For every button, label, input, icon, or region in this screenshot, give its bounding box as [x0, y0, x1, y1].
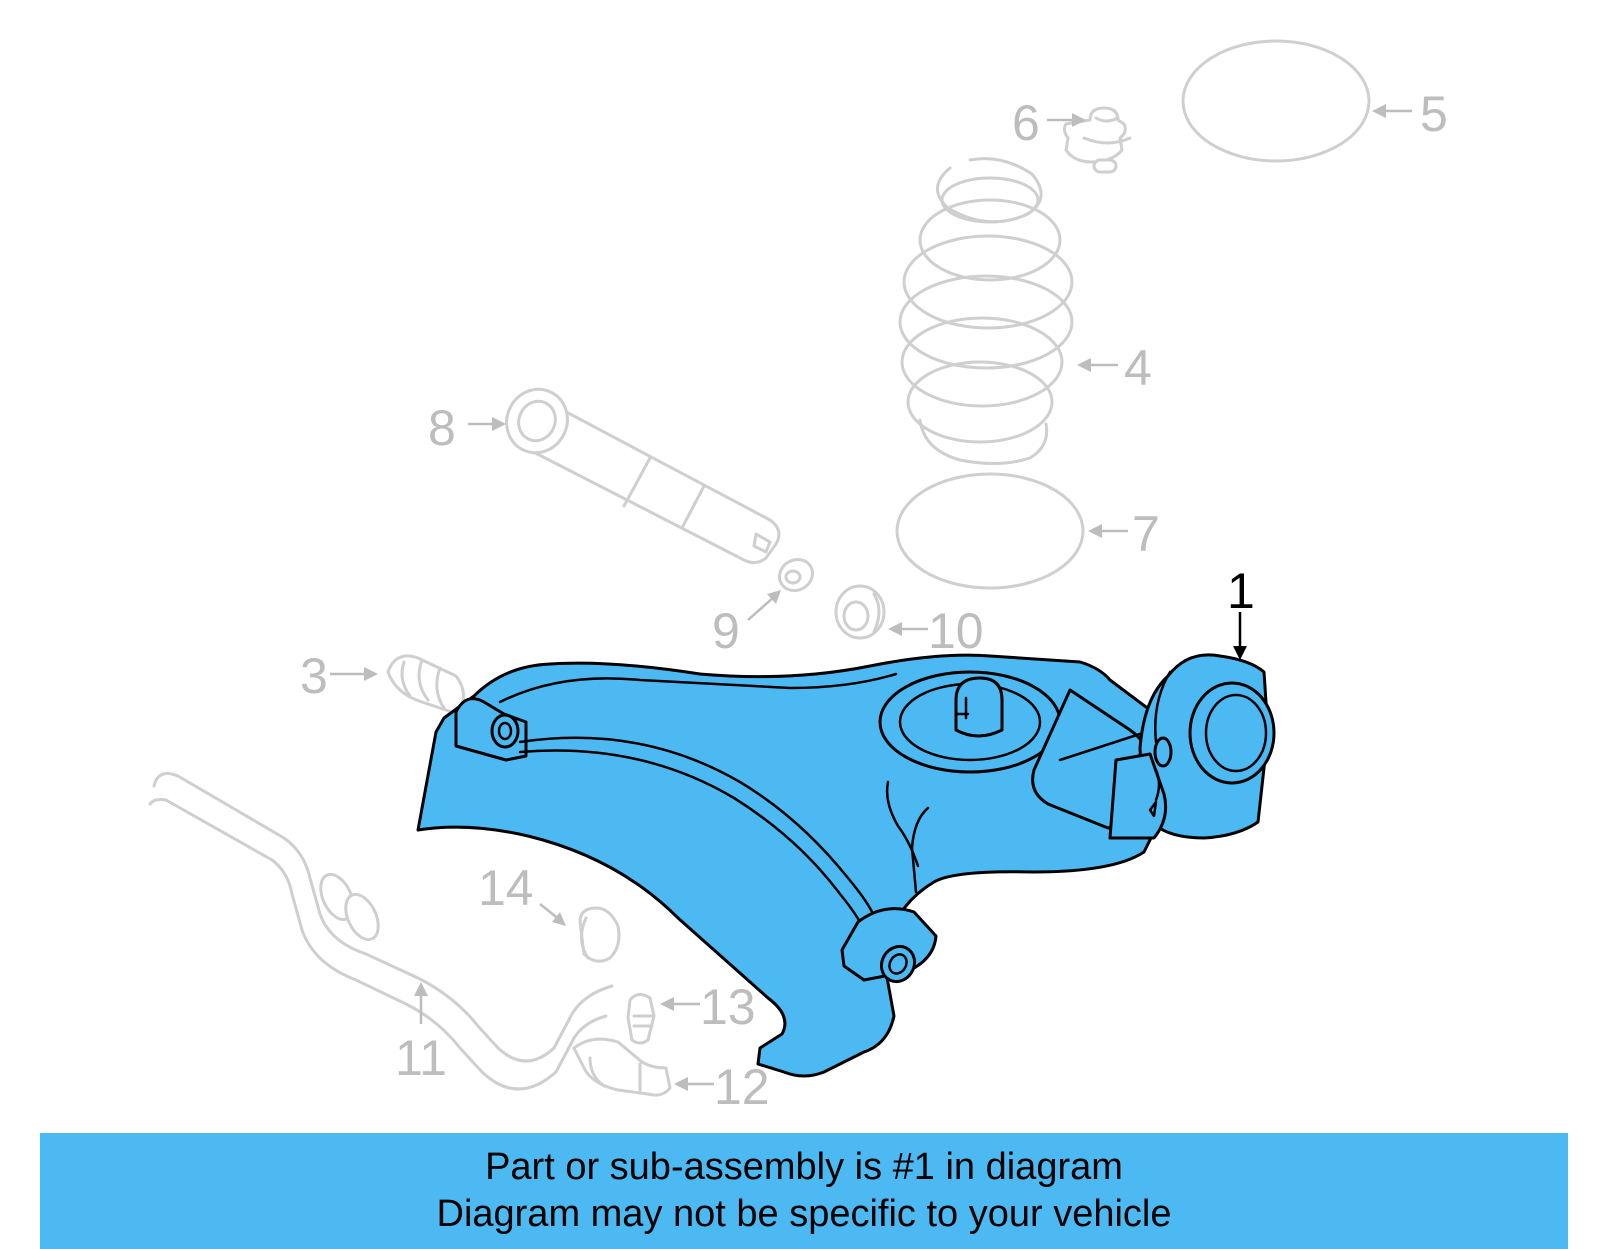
part-10-bushing — [834, 584, 886, 640]
callout-5[interactable]: 5 — [1420, 86, 1448, 142]
part-1-control-arm[interactable] — [416, 653, 1276, 1078]
banner-line-disclaimer: Diagram may not be specific to your vehi… — [436, 1193, 1172, 1235]
callout-9-arrow — [747, 590, 781, 621]
callout-1[interactable]: 1 — [1227, 563, 1255, 619]
callout-3-arrow — [330, 667, 378, 681]
callout-12-arrow — [674, 1077, 714, 1091]
callout-4[interactable]: 4 — [1124, 340, 1152, 396]
callout-14-arrow — [539, 903, 566, 926]
part-14-link-bushing — [578, 906, 621, 963]
callout-14[interactable]: 14 — [478, 860, 534, 916]
callout-5-arrow — [1372, 104, 1412, 118]
callout-6[interactable]: 6 — [1012, 95, 1040, 151]
callout-13-arrow — [660, 997, 700, 1011]
callout-7[interactable]: 7 — [1132, 506, 1160, 562]
part-9-bushing — [777, 557, 815, 593]
part-11-stabilizer-bar — [148, 772, 614, 1091]
callout-10-arrow — [888, 622, 928, 636]
callout-12[interactable]: 12 — [714, 1059, 770, 1115]
callout-1-arrow — [1233, 612, 1247, 660]
part-7-ring — [895, 472, 1085, 590]
callout-8-arrow — [468, 417, 506, 431]
callout-3[interactable]: 3 — [300, 648, 328, 704]
part-5-ring — [1181, 39, 1371, 163]
callout-11[interactable]: 11 — [395, 1030, 447, 1086]
callout-11-arrow — [414, 982, 428, 1024]
callout-6-arrow — [1047, 113, 1086, 127]
banner-line-part: Part or sub-assembly is #1 in diagram — [485, 1146, 1123, 1188]
callout-13[interactable]: 13 — [700, 979, 756, 1035]
callout-7-arrow — [1088, 524, 1128, 538]
callout-10[interactable]: 10 — [928, 603, 984, 659]
callout-8[interactable]: 8 — [428, 400, 456, 456]
part-4-coil-spring — [898, 157, 1074, 466]
callout-4-arrow — [1077, 358, 1118, 372]
info-banner: Part or sub-assembly is #1 in diagram Di… — [40, 1133, 1568, 1249]
part-12-bracket — [572, 1037, 672, 1097]
callout-9[interactable]: 9 — [712, 603, 740, 659]
part-13-bolt — [626, 993, 656, 1045]
part-8-shock-absorber — [505, 387, 781, 565]
part-3-bushing — [386, 654, 465, 716]
part-6-bump-stop — [1062, 106, 1132, 174]
